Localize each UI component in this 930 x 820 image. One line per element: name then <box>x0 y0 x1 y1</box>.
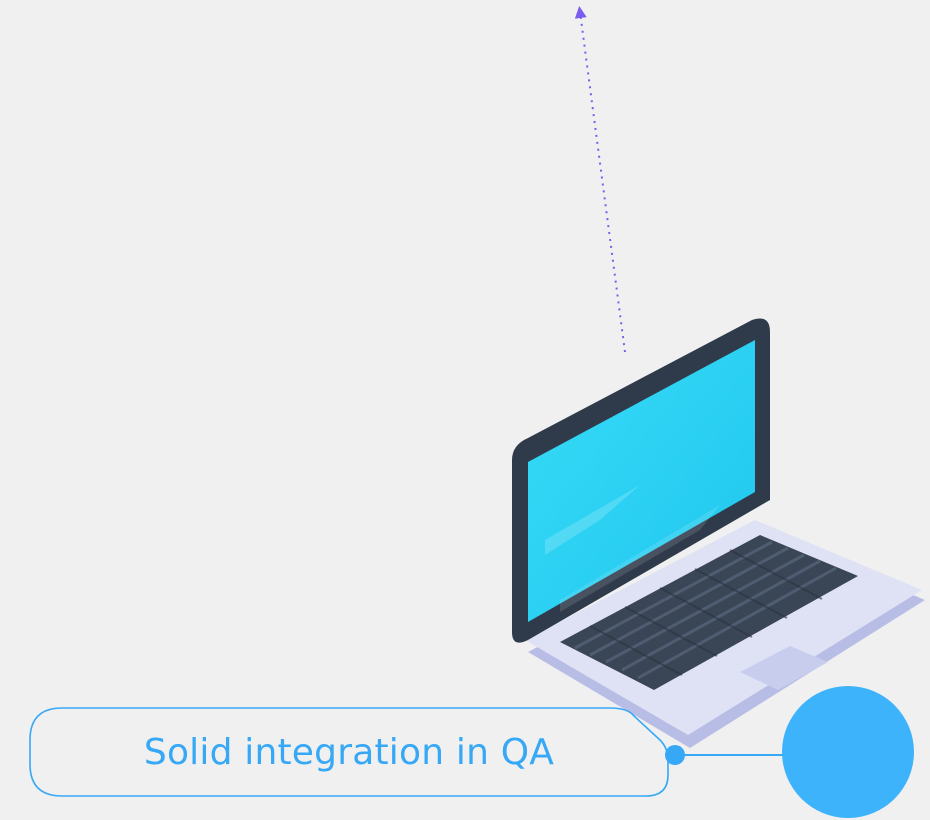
dotted-arrow <box>574 6 626 353</box>
laptop-icon <box>512 318 925 748</box>
label-pill-outline <box>29 707 669 797</box>
connector-dot <box>665 745 685 765</box>
circle-node[interactable] <box>782 686 914 818</box>
